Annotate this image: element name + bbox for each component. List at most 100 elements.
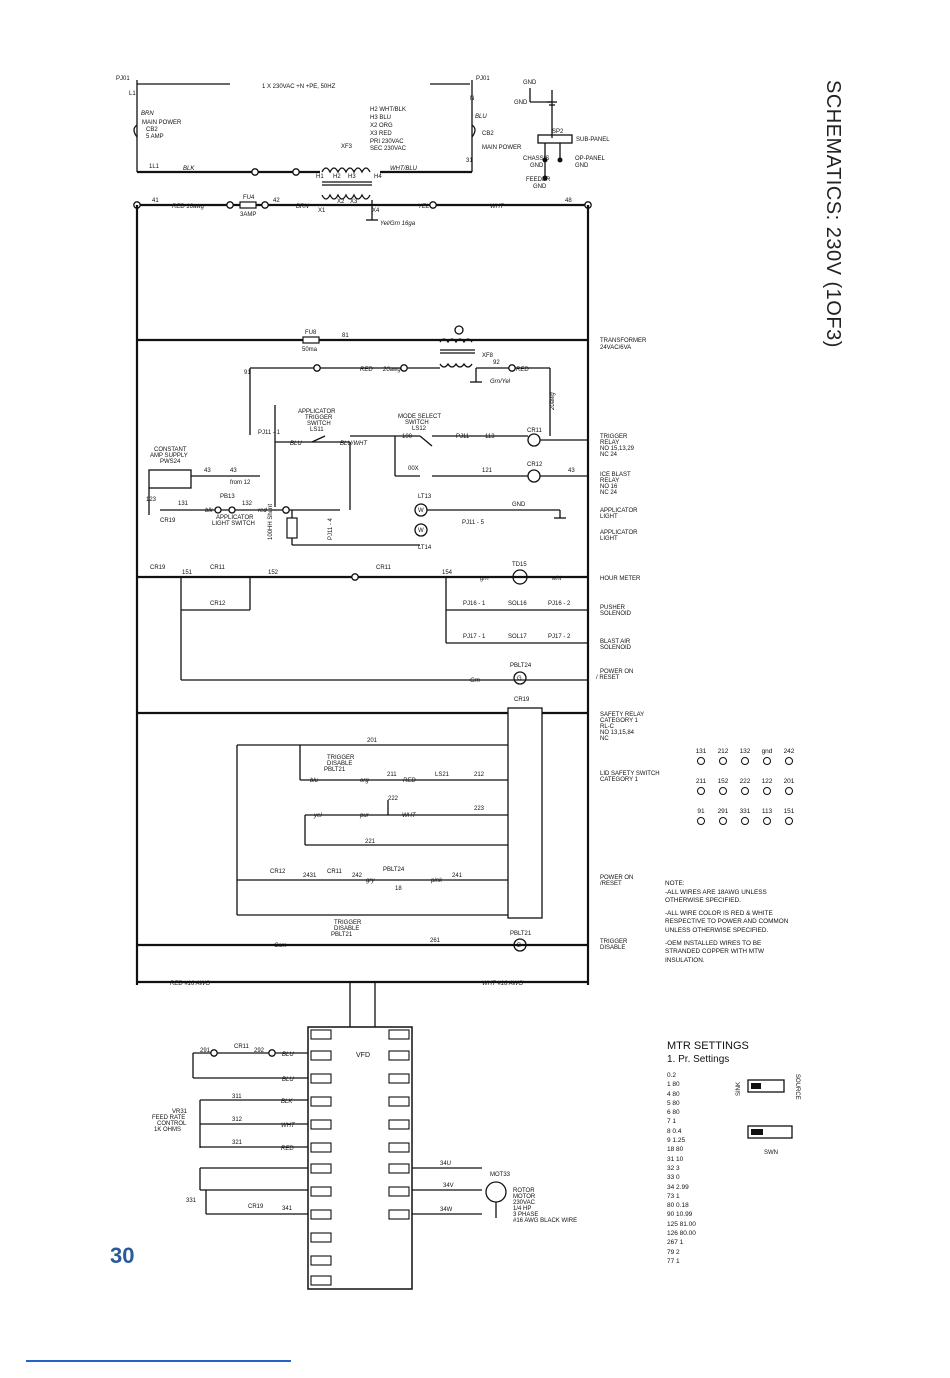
cr11-safety-label: CR11: [327, 869, 343, 875]
wire-41: 41: [152, 198, 159, 204]
h3: H3: [348, 174, 356, 180]
lt14-label: LT14: [418, 545, 432, 551]
red-safety-label: RED: [403, 778, 416, 784]
cr12-label-2: CR12: [210, 601, 226, 607]
note-line: -OEM INSTALLED WIRES TO BE STRANDED COPP…: [665, 939, 765, 964]
wire-81: 81: [342, 333, 349, 339]
fu8-rating: 50ma: [302, 347, 318, 353]
terminal-label: gnd: [761, 748, 773, 755]
wire-91: 91: [244, 370, 251, 376]
cr12-safety-label: CR12: [270, 869, 286, 875]
mtr-setting: 90 10.99: [667, 1211, 693, 1219]
vfd-terminal: [388, 1209, 410, 1220]
cr11-vfd-label: CR11: [234, 1044, 250, 1050]
mtr-setting: 9 1.25: [667, 1137, 686, 1145]
vfd-terminal: [310, 1275, 332, 1286]
sp2-terminal: [537, 134, 573, 144]
wire-222: 222: [388, 796, 399, 802]
cr12-label: CR12: [527, 462, 543, 468]
terminal-dot: [719, 757, 727, 765]
note-line: -ALL WIRE COLOR IS RED & WHITE RESPECTIV…: [665, 909, 789, 934]
vfd-terminal: [310, 1119, 332, 1130]
terminal-point: 151: [778, 808, 800, 838]
wht-vfd-label: WHT: [281, 1123, 296, 1129]
wire-43-right: 43: [568, 468, 575, 474]
vfd-terminal: [310, 1029, 332, 1040]
vfd-terminal: [310, 1255, 332, 1266]
wire-1l1: 1L1: [149, 164, 160, 170]
wire-31: 31: [466, 158, 473, 164]
cr19-label: CR19: [160, 518, 176, 524]
wire-201: 201: [367, 738, 378, 744]
pj16-2-label: PJ16 - 2: [548, 601, 571, 607]
wire-34v: 34V: [443, 1183, 454, 1189]
cr19-safety-relay: [507, 707, 543, 919]
wire-34u: 34U: [440, 1161, 451, 1167]
shunt-resistor: [286, 517, 298, 539]
pblt21-label: PBLT21: [510, 931, 532, 937]
sub-panel-label: SUB-PANEL: [576, 137, 610, 143]
terminal-label: 113: [761, 808, 773, 815]
terminal-point: 222: [734, 778, 756, 808]
td15-label: TD15: [512, 562, 527, 568]
mtr-setting: 8 0.4: [667, 1127, 682, 1135]
pj17-1-label: PJ17 - 1: [463, 634, 486, 640]
wht-blu-wire-label: WHT/BLU: [390, 166, 418, 172]
x2: X2: [337, 199, 345, 205]
vfd-terminal: [310, 1073, 332, 1084]
blu-vfd-label: BLU: [282, 1052, 294, 1058]
wire-121: 121: [482, 468, 493, 474]
grn-label: grn: [480, 576, 489, 582]
power-on-reset-label: POWER ON/ RESET: [596, 669, 633, 681]
vfd-terminal: [388, 1029, 410, 1040]
terminal-point: 122: [756, 778, 778, 808]
mtr-setting: 5 80: [667, 1099, 680, 1107]
gnd-left-label: GND: [514, 100, 528, 106]
cr11-label: CR11: [527, 428, 543, 434]
wht16-awg-label: WHT #16 AWG: [482, 981, 523, 987]
vfd-terminal: [388, 1186, 410, 1197]
terminal-dot: [719, 817, 727, 825]
pj01-left-label: PJ01: [116, 76, 130, 82]
terminal-label: 131: [695, 748, 707, 755]
terminal-point: 291: [712, 808, 734, 838]
wht-label: WHT: [490, 204, 505, 210]
pblt21-lamp: [513, 938, 527, 952]
wire-48: 48: [565, 198, 572, 204]
mtr-setting: 4 80: [667, 1090, 680, 1098]
awg20-right-label: 20awg: [550, 392, 556, 411]
vfd-terminal: [388, 1050, 410, 1061]
fu4-label: FU4: [243, 195, 255, 201]
terminal-dot: [719, 787, 727, 795]
blu-safety-label: blu: [310, 778, 319, 784]
mtr-setting: 18 80: [667, 1146, 684, 1154]
wire-123: 123: [146, 497, 157, 503]
terminal-dot: [697, 817, 705, 825]
wht-safety-label: WHT: [402, 813, 417, 819]
mtr-setting: 33 0: [667, 1174, 680, 1182]
vfd-terminal: [388, 1119, 410, 1130]
terminal-point: 91: [690, 808, 712, 838]
from-12-label: from 12: [230, 480, 251, 486]
grn-yel-label: Grn/Yel: [490, 379, 511, 385]
brn-label-2: BRN: [296, 204, 309, 210]
wire-43b: 43: [230, 468, 237, 474]
mtr-setting: 31 10: [667, 1155, 684, 1163]
fu8-label: FU8: [305, 330, 317, 336]
mtr-setting: 125 81.00: [667, 1220, 696, 1228]
blu-vfd-label-2: BLU: [282, 1077, 294, 1083]
wire-292: 292: [254, 1048, 265, 1054]
source-label: SOURCE: [794, 1074, 800, 1100]
x1: X1: [318, 208, 326, 214]
sol17-label: SOL17: [508, 634, 527, 640]
fu8-fuse: [302, 336, 320, 344]
